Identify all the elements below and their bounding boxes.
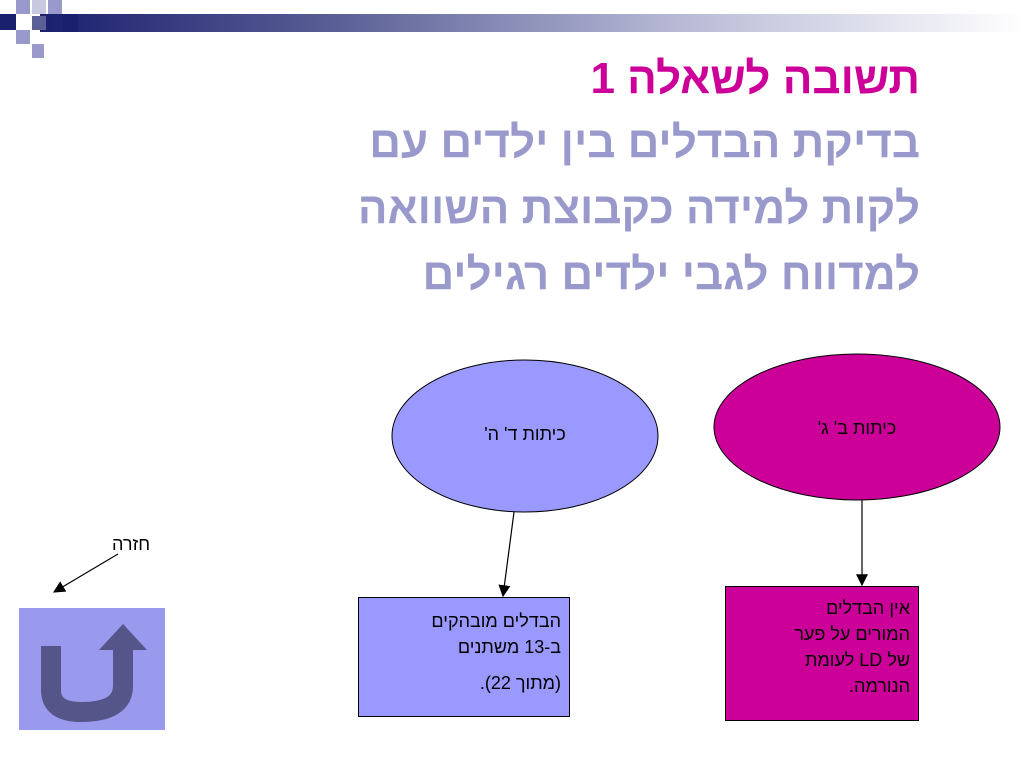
subtitle-line-1: בדיקת הבדלים בין ילדים עם [369,118,920,167]
result-text: אין הבדלים [826,598,910,618]
result-text: של LD לעומת [804,650,910,670]
result-text: הבדלים מובהקים [431,611,561,631]
return-label: חזרה [112,534,151,554]
result-text: ב-13 משתנים [457,637,561,657]
result-box-grades-4-5: הבדלים מובהקים ב-13 משתנים (מתוך 22). [358,597,570,717]
header-gradient-bar [40,14,1024,32]
ellipse-grades-4-5 [391,359,659,513]
result-box-grades-2-3: אין הבדלים המורים על פער של LD לעומת הנו… [725,586,919,721]
slide-title-block: תשובה לשאלה 1 בדיקת הבדלים בין ילדים עם … [220,48,920,308]
result-text: (מתוך 22). [479,673,561,693]
result-text: הנורמה. [849,676,910,696]
subtitle-line-3: למדווח לגבי ילדים רגילים [422,250,920,299]
decorative-squares [0,0,90,70]
result-text: המורים על פער [794,624,910,644]
slide-title: תשובה לשאלה 1 [590,54,920,103]
subtitle-line-2: לקות למידה כקבוצת השוואה [357,184,920,233]
ellipse-label-grades-4-5: כיתות ד' ה' [484,424,566,444]
return-pointer-arrow [52,553,119,593]
u-turn-arrow-icon [41,624,147,723]
ellipse-grades-2-3 [713,353,1001,501]
return-button[interactable] [19,608,165,730]
arrow-left-connector [498,511,515,598]
ellipse-label-grades-2-3: כיתות ב' ג' [817,418,897,438]
